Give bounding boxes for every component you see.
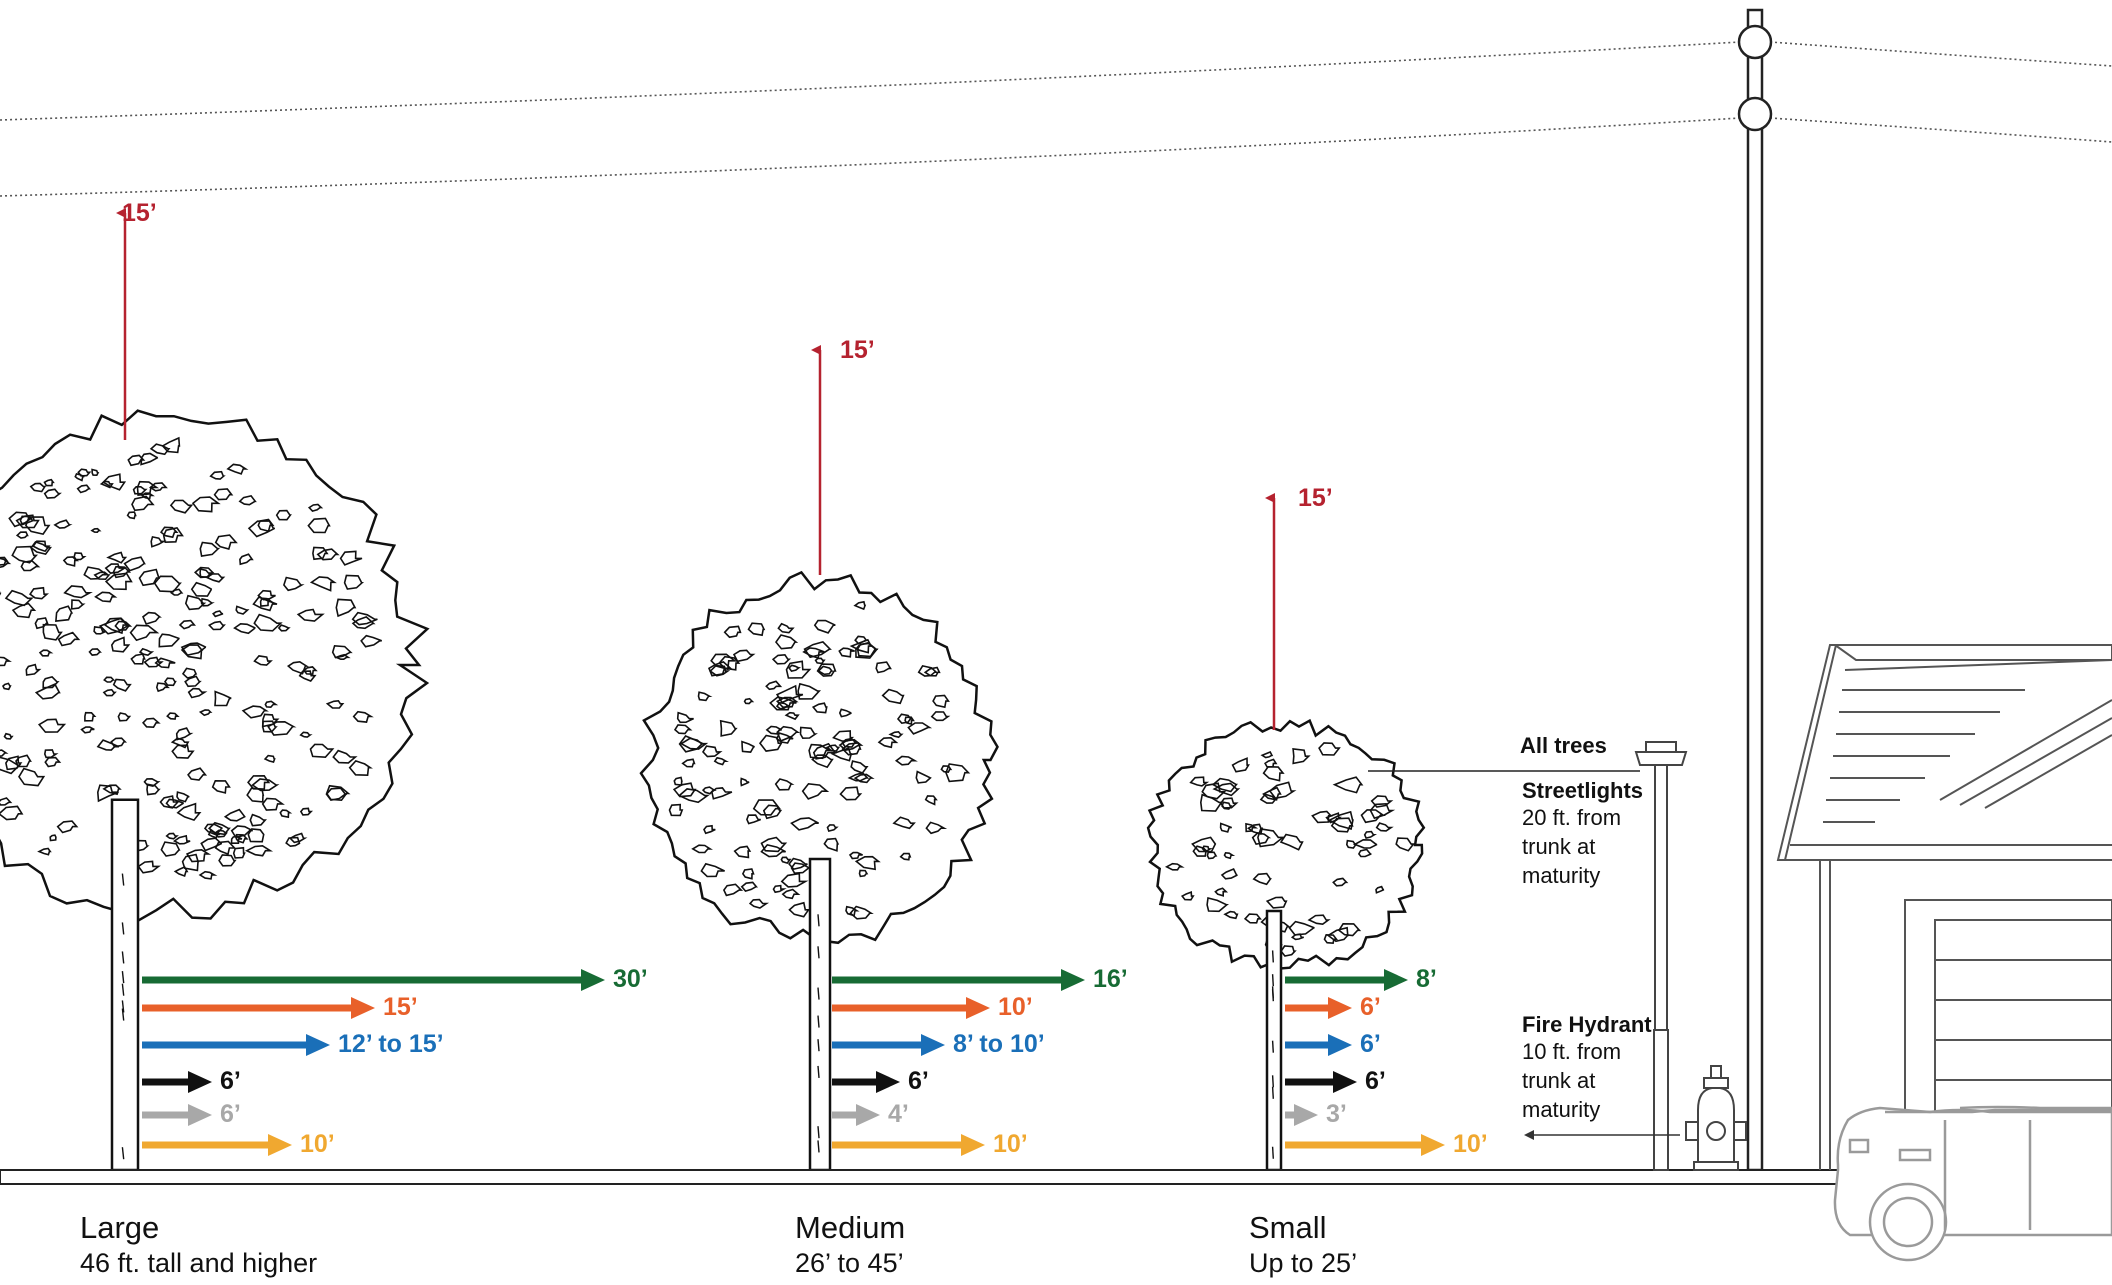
- offset-arrow-small-black: [1285, 1071, 1357, 1093]
- pole-insulator-bottom: [1737, 96, 1773, 132]
- offset-arrow-large-green: [142, 969, 605, 991]
- offset-arrow-medium-green: [832, 969, 1085, 991]
- offset-arrow-medium-gray: [832, 1104, 880, 1126]
- offset-label-small-black: 6’: [1365, 1067, 1386, 1095]
- power-line-upper-left: [0, 41, 1741, 121]
- tree-canopy-large: [0, 409, 430, 923]
- vertical-clearance-label-medium: 15’: [840, 336, 875, 364]
- tree-trunk-medium: [808, 857, 832, 1172]
- vertical-clearance-label-small: 15’: [1298, 484, 1333, 512]
- offset-label-medium-black: 6’: [908, 1067, 929, 1095]
- power-line-upper-right: [1769, 41, 2112, 67]
- tree-subtitle-large: 46 ft. tall and higher: [80, 1248, 318, 1278]
- ground-curb: [0, 1169, 2112, 1185]
- offset-label-medium-green: 16’: [1093, 965, 1128, 993]
- offset-label-small-gray: 3’: [1326, 1100, 1347, 1128]
- tree-subtitle-small: Up to 25’: [1249, 1248, 1358, 1278]
- pole-insulator-top: [1737, 24, 1773, 60]
- offset-arrow-medium-blue: [832, 1034, 945, 1056]
- tree-title-medium: Medium: [795, 1210, 906, 1245]
- offset-label-small-blue: 6’: [1360, 1030, 1381, 1058]
- offset-label-large-orange: 15’: [383, 993, 418, 1021]
- offset-label-small-green: 8’: [1416, 965, 1437, 993]
- hydrant-leader-arrow: [1524, 1130, 1680, 1140]
- note-all-trees: All trees: [1520, 733, 1607, 758]
- offset-label-large-blue: 12’ to 15’: [338, 1030, 444, 1058]
- fire-hydrant: [1685, 1065, 1747, 1171]
- power-line-lower-left: [0, 117, 1741, 197]
- tree-trunk-large: [110, 798, 140, 1172]
- offset-arrow-small-orange: [1285, 997, 1352, 1019]
- note-streetlights-text: 20 ft. from trunk at maturity: [1522, 805, 1622, 888]
- tree-small: [1146, 493, 1445, 1172]
- offset-label-medium-yellow: 10’: [993, 1130, 1028, 1158]
- offset-arrow-medium-black: [832, 1071, 900, 1093]
- offset-arrow-large-yellow: [142, 1134, 292, 1156]
- offset-label-large-yellow: 10’: [300, 1130, 335, 1158]
- offset-arrow-large-orange: [142, 997, 375, 1019]
- offset-arrow-large-black: [142, 1071, 212, 1093]
- offset-label-large-black: 6’: [220, 1067, 241, 1095]
- offset-arrow-small-gray: [1285, 1104, 1318, 1126]
- offset-label-small-yellow: 10’: [1453, 1130, 1488, 1158]
- note-hydrant-title: Fire Hydrant: [1522, 1012, 1652, 1037]
- tree-trunk-small: [1265, 909, 1283, 1172]
- offset-label-large-green: 30’: [613, 965, 648, 993]
- power-lines: [0, 41, 2112, 197]
- utility-pole: [1737, 8, 1773, 1172]
- note-streetlights-title: Streetlights: [1522, 778, 1644, 803]
- power-line-lower-right: [1769, 117, 2112, 143]
- tree-canopy-medium: [639, 570, 999, 945]
- tree-title-large: Large: [80, 1210, 160, 1245]
- offset-arrow-large-gray: [142, 1104, 212, 1126]
- note-hydrant-text: 10 ft. from trunk at maturity: [1522, 1039, 1622, 1122]
- tree-title-small: Small: [1249, 1210, 1327, 1245]
- offset-label-medium-gray: 4’: [888, 1100, 909, 1128]
- offset-arrow-small-yellow: [1285, 1134, 1445, 1156]
- offset-label-small-orange: 6’: [1360, 993, 1381, 1021]
- offset-label-medium-orange: 10’: [998, 993, 1033, 1021]
- offset-arrow-medium-orange: [832, 997, 990, 1019]
- offset-arrow-small-blue: [1285, 1034, 1352, 1056]
- offset-arrow-small-green: [1285, 969, 1408, 991]
- vertical-clearance-label-large: 15’: [122, 199, 157, 227]
- offset-label-large-gray: 6’: [220, 1100, 241, 1128]
- tree-subtitle-medium: 26’ to 45’: [795, 1248, 904, 1278]
- tree-canopy-small: [1146, 718, 1426, 970]
- offset-arrow-large-blue: [142, 1034, 330, 1056]
- tree-large: [0, 208, 605, 1172]
- parked-car: [1833, 1105, 2112, 1262]
- offset-label-medium-blue: 8’ to 10’: [953, 1030, 1045, 1058]
- house-garage: [1776, 644, 2112, 1171]
- offset-arrow-medium-yellow: [832, 1134, 985, 1156]
- tree-medium: [639, 345, 1085, 1172]
